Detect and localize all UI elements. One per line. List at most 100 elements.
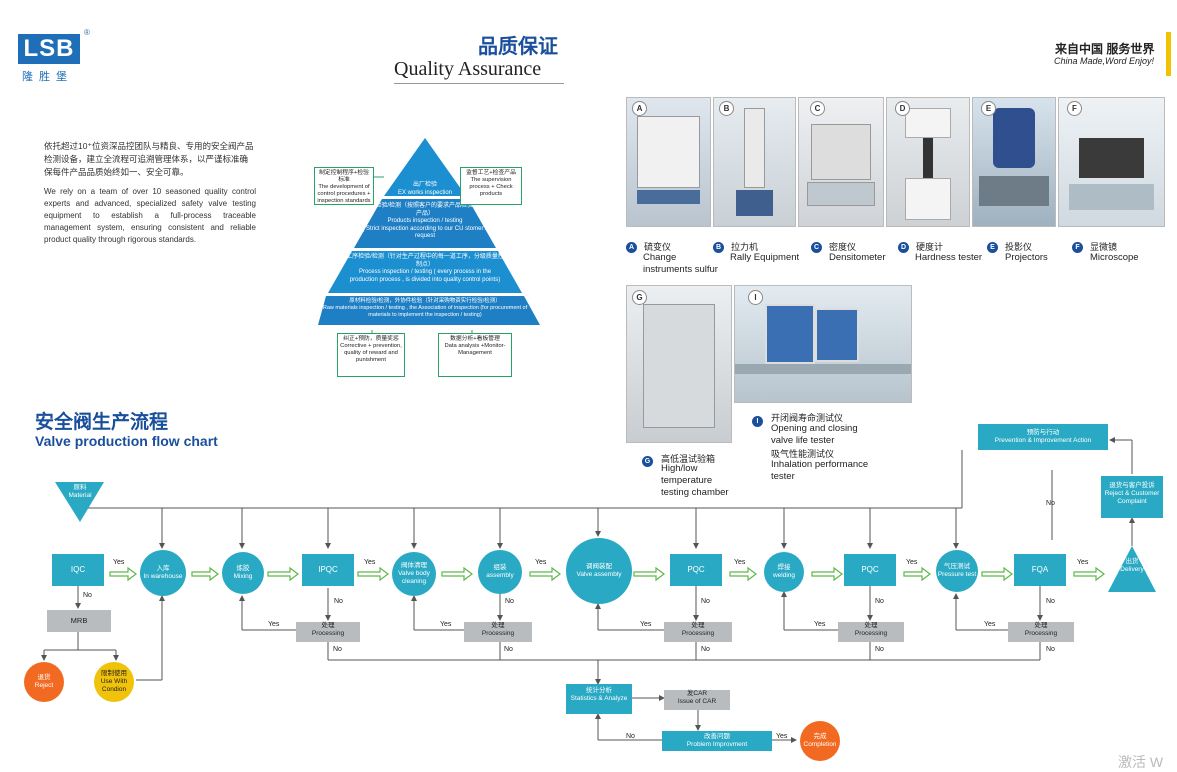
page-title-en: Quality Assurance xyxy=(394,58,542,80)
slogan-en: China Made,Word Enjoy! xyxy=(1054,56,1155,66)
badge-f: F xyxy=(1067,101,1082,116)
intro-text-en: We rely on a team of over 10 seasoned qu… xyxy=(44,187,256,244)
caption-a-en: Change instruments sulfur xyxy=(643,252,718,275)
caption-f-en: Microscope xyxy=(1090,252,1139,263)
caption-f-cn: 显微镜 xyxy=(1090,242,1118,252)
caption-i-cn: 开闭阀寿命测试仪 xyxy=(771,413,844,423)
caption-a-cn: 硫变仪 xyxy=(644,242,672,252)
photo-tensile-machine xyxy=(713,97,796,227)
label-no: No xyxy=(701,598,710,605)
caption-g-en: High/low temperature testing chamber xyxy=(661,463,729,498)
callout-corrective: 纠正+预防，质量奖惩 Corrective + prevention, qual… xyxy=(337,333,405,377)
title-underline xyxy=(394,83,564,84)
label-yes: Yes xyxy=(113,559,125,566)
caption-e-en: Projectors xyxy=(1005,252,1048,263)
registered-mark: ® xyxy=(84,28,90,37)
node-fqa: FQA xyxy=(1014,554,1066,586)
node-mrb: MRB xyxy=(47,610,111,632)
photo-densitometer xyxy=(798,97,884,227)
photo-hardness-tester xyxy=(886,97,970,227)
caption-d-cn: 硬度计 xyxy=(916,242,944,252)
label-no: No xyxy=(875,598,884,605)
badge-a: A xyxy=(632,101,647,116)
label-no: No xyxy=(1046,598,1055,605)
caption-g-cn: 高低温试验箱 xyxy=(661,454,716,464)
caption-dot-e: E xyxy=(987,242,998,253)
caption-b-en: Rally Equipment xyxy=(730,252,800,263)
badge-e: E xyxy=(981,101,996,116)
photo-microscope xyxy=(1058,97,1165,227)
callout-control-procedures: 制定控制程序+检验标准 The development of control p… xyxy=(314,167,374,205)
node-iqc: IQC xyxy=(52,554,104,586)
slogan-cn: 来自中国 服务世界 xyxy=(1055,42,1155,56)
activation-watermark: 激活 W xyxy=(1118,754,1164,770)
badge-c: C xyxy=(810,101,825,116)
label-yes: Yes xyxy=(640,621,652,628)
intro-text-cn: 依托超过10⁺位资深品控团队与精良、专用的安全阀产品检测设备，建立全流程可追溯管… xyxy=(44,141,254,177)
node-ipqc: IPQC xyxy=(302,554,354,586)
label-yes: Yes xyxy=(1077,559,1089,566)
caption-b-cn: 拉力机 xyxy=(731,242,759,252)
caption-i-cn2: 吸气性能测试仪 xyxy=(771,449,835,459)
label-yes: Yes xyxy=(776,733,788,740)
pyramid-level-products: 成品检验/检测（按照客户的要求产品检验/检测产品） Products inspe… xyxy=(362,203,488,239)
callout-supervision: 监督工艺+检查产品 The supervision process + Chec… xyxy=(460,167,522,205)
label-yes: Yes xyxy=(984,621,996,628)
caption-dot-a: A xyxy=(626,242,637,253)
photo-projector xyxy=(972,97,1056,227)
callout-data-analysis: 数据分析+看板管理 Data analysis +Monitor-Managem… xyxy=(438,333,512,377)
label-yes: Yes xyxy=(734,559,746,566)
badge-i: I xyxy=(748,290,763,305)
label-no: No xyxy=(626,733,635,740)
lsb-logo: LSB xyxy=(18,34,80,64)
caption-dot-d: D xyxy=(898,242,909,253)
photo-temperature-chamber xyxy=(626,285,732,443)
pyramid-level-raw: 原材料检验/检测，外协件检验（针对采购物资实行检验/检测） Raw materi… xyxy=(322,298,528,318)
badge-d: D xyxy=(895,101,910,116)
label-no: No xyxy=(1046,646,1055,653)
label-no: No xyxy=(875,646,884,653)
caption-dot-g: G xyxy=(642,456,653,467)
logo-chinese-name: 隆胜堡 xyxy=(22,71,73,83)
caption-dot-i: I xyxy=(752,416,763,427)
label-yes: Yes xyxy=(364,559,376,566)
label-yes: Yes xyxy=(535,559,547,566)
badge-g: G xyxy=(632,290,647,305)
node-pqc-1: PQC xyxy=(670,554,722,586)
pyramid-level-process: 工序检验/检测（针对生产过程中的每一道工序，分级质量控制点） Process i… xyxy=(346,254,504,283)
page-title-cn: 品质保证 xyxy=(478,36,558,58)
badge-b: B xyxy=(719,101,734,116)
caption-dot-c: C xyxy=(811,242,822,253)
caption-d-en: Hardness tester xyxy=(915,252,983,263)
quality-pyramid xyxy=(318,138,540,334)
label-no: No xyxy=(1046,500,1055,507)
label-yes: Yes xyxy=(440,621,452,628)
label-no: No xyxy=(504,646,513,653)
label-no: No xyxy=(333,646,342,653)
photo-sulfur-instrument xyxy=(626,97,711,227)
label-no: No xyxy=(701,646,710,653)
label-yes: Yes xyxy=(906,559,918,566)
caption-e-cn: 投影仪 xyxy=(1005,242,1033,252)
caption-i-en2: Inhalation performance tester xyxy=(771,459,869,482)
